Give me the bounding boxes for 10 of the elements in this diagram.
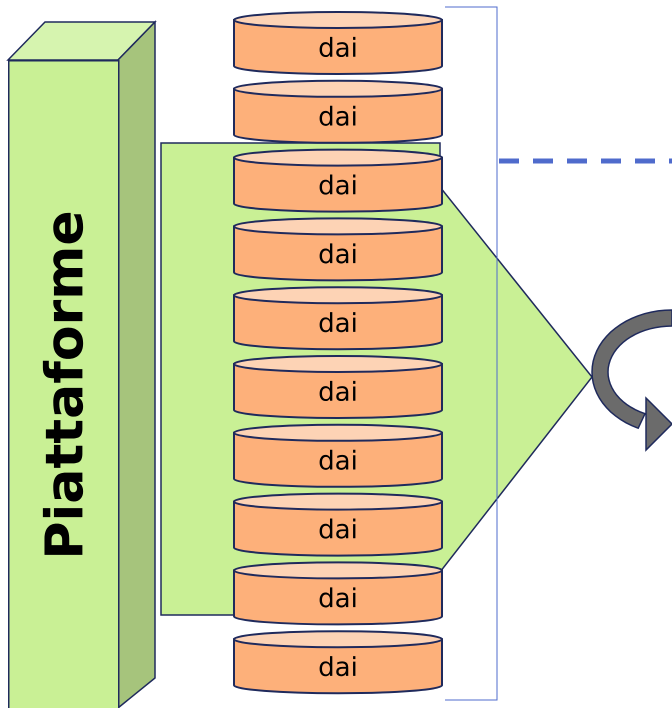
cylinder: dai — [233, 492, 443, 557]
cylinder: dai — [233, 630, 443, 694]
cylinder: dai — [233, 286, 443, 350]
cylinder: dai — [233, 355, 443, 419]
cylinder: dai — [233, 80, 443, 144]
cylinder: dai — [233, 148, 443, 213]
cylinder: dai — [233, 217, 443, 282]
cylinder: dai — [233, 561, 443, 626]
cylinder: dai — [233, 11, 443, 75]
cylinder: dai — [233, 424, 443, 488]
